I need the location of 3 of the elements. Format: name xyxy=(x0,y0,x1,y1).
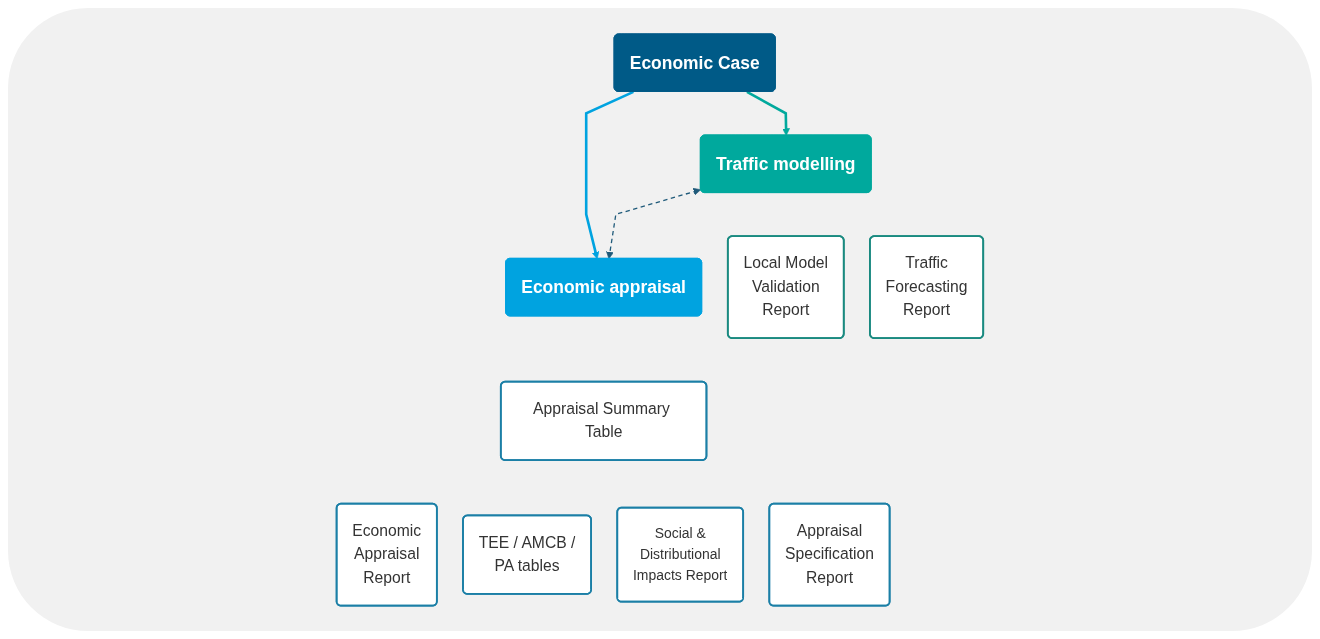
arrow xyxy=(746,90,790,136)
arrow xyxy=(606,187,701,259)
arrow xyxy=(584,90,635,259)
